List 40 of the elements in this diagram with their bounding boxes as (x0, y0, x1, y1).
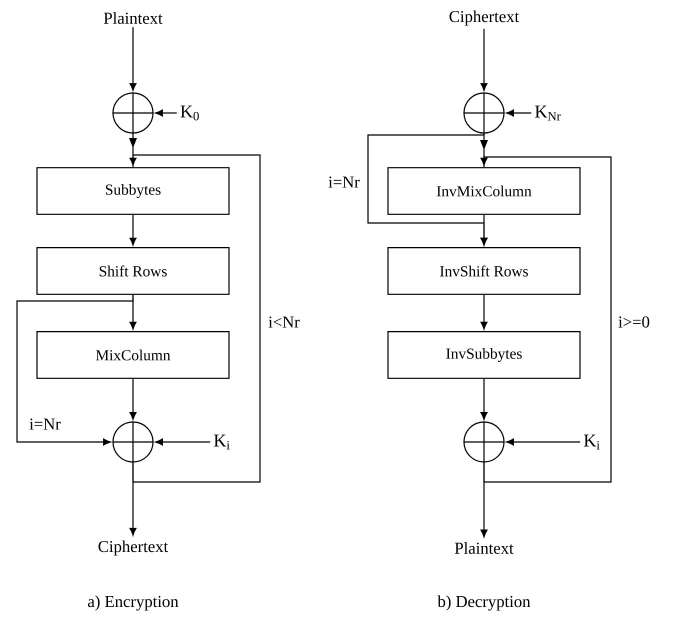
xor-symbol (463, 92, 505, 134)
xor-symbol (112, 92, 154, 134)
process-box: Shift Rows (36, 247, 230, 295)
io-label: Ciphertext (450, 10, 520, 26)
io-label: Plaintext (104, 12, 163, 24)
arrow (480, 294, 488, 330)
key-label: K$_{i}$ (214, 434, 230, 450)
arrow (155, 110, 177, 116)
caption: b) Decryption (438, 595, 530, 611)
arrow (130, 214, 136, 246)
process-box: Subbytes (36, 167, 230, 215)
key-label: K$_{0}$ (180, 106, 199, 120)
xor-symbol (463, 421, 505, 463)
arrow (480, 134, 488, 168)
arrow (130, 27, 136, 91)
process-box: InvSubbytes (387, 331, 581, 379)
key-label: K$_{Nr}$ (535, 106, 561, 120)
edge-label: i>=0 (616, 315, 652, 329)
arrow (130, 378, 136, 420)
arrow (155, 438, 210, 446)
caption: a) Encryption (88, 595, 178, 611)
arrow (130, 154, 261, 483)
key-label: K$_{i}$ (584, 434, 600, 450)
edge-label: i=Nr (28, 417, 62, 431)
edge-label: i=Nr (326, 175, 362, 189)
process-box: InvShift Rows (387, 247, 581, 295)
arrow (16, 294, 134, 446)
arrow (480, 214, 488, 246)
arrow (480, 156, 612, 483)
arrow (480, 28, 488, 91)
io-label: Ciphertext (98, 540, 168, 556)
xor-symbol (112, 421, 154, 463)
process-box: MixColumn (36, 331, 230, 379)
arrow (506, 110, 532, 116)
edge-label: i<Nr (266, 315, 302, 329)
io-label: Plaintext (454, 542, 514, 554)
arrow (129, 134, 137, 168)
process-box: InvMixColumn (387, 167, 581, 215)
arrow (480, 378, 488, 420)
arrow (506, 438, 580, 446)
